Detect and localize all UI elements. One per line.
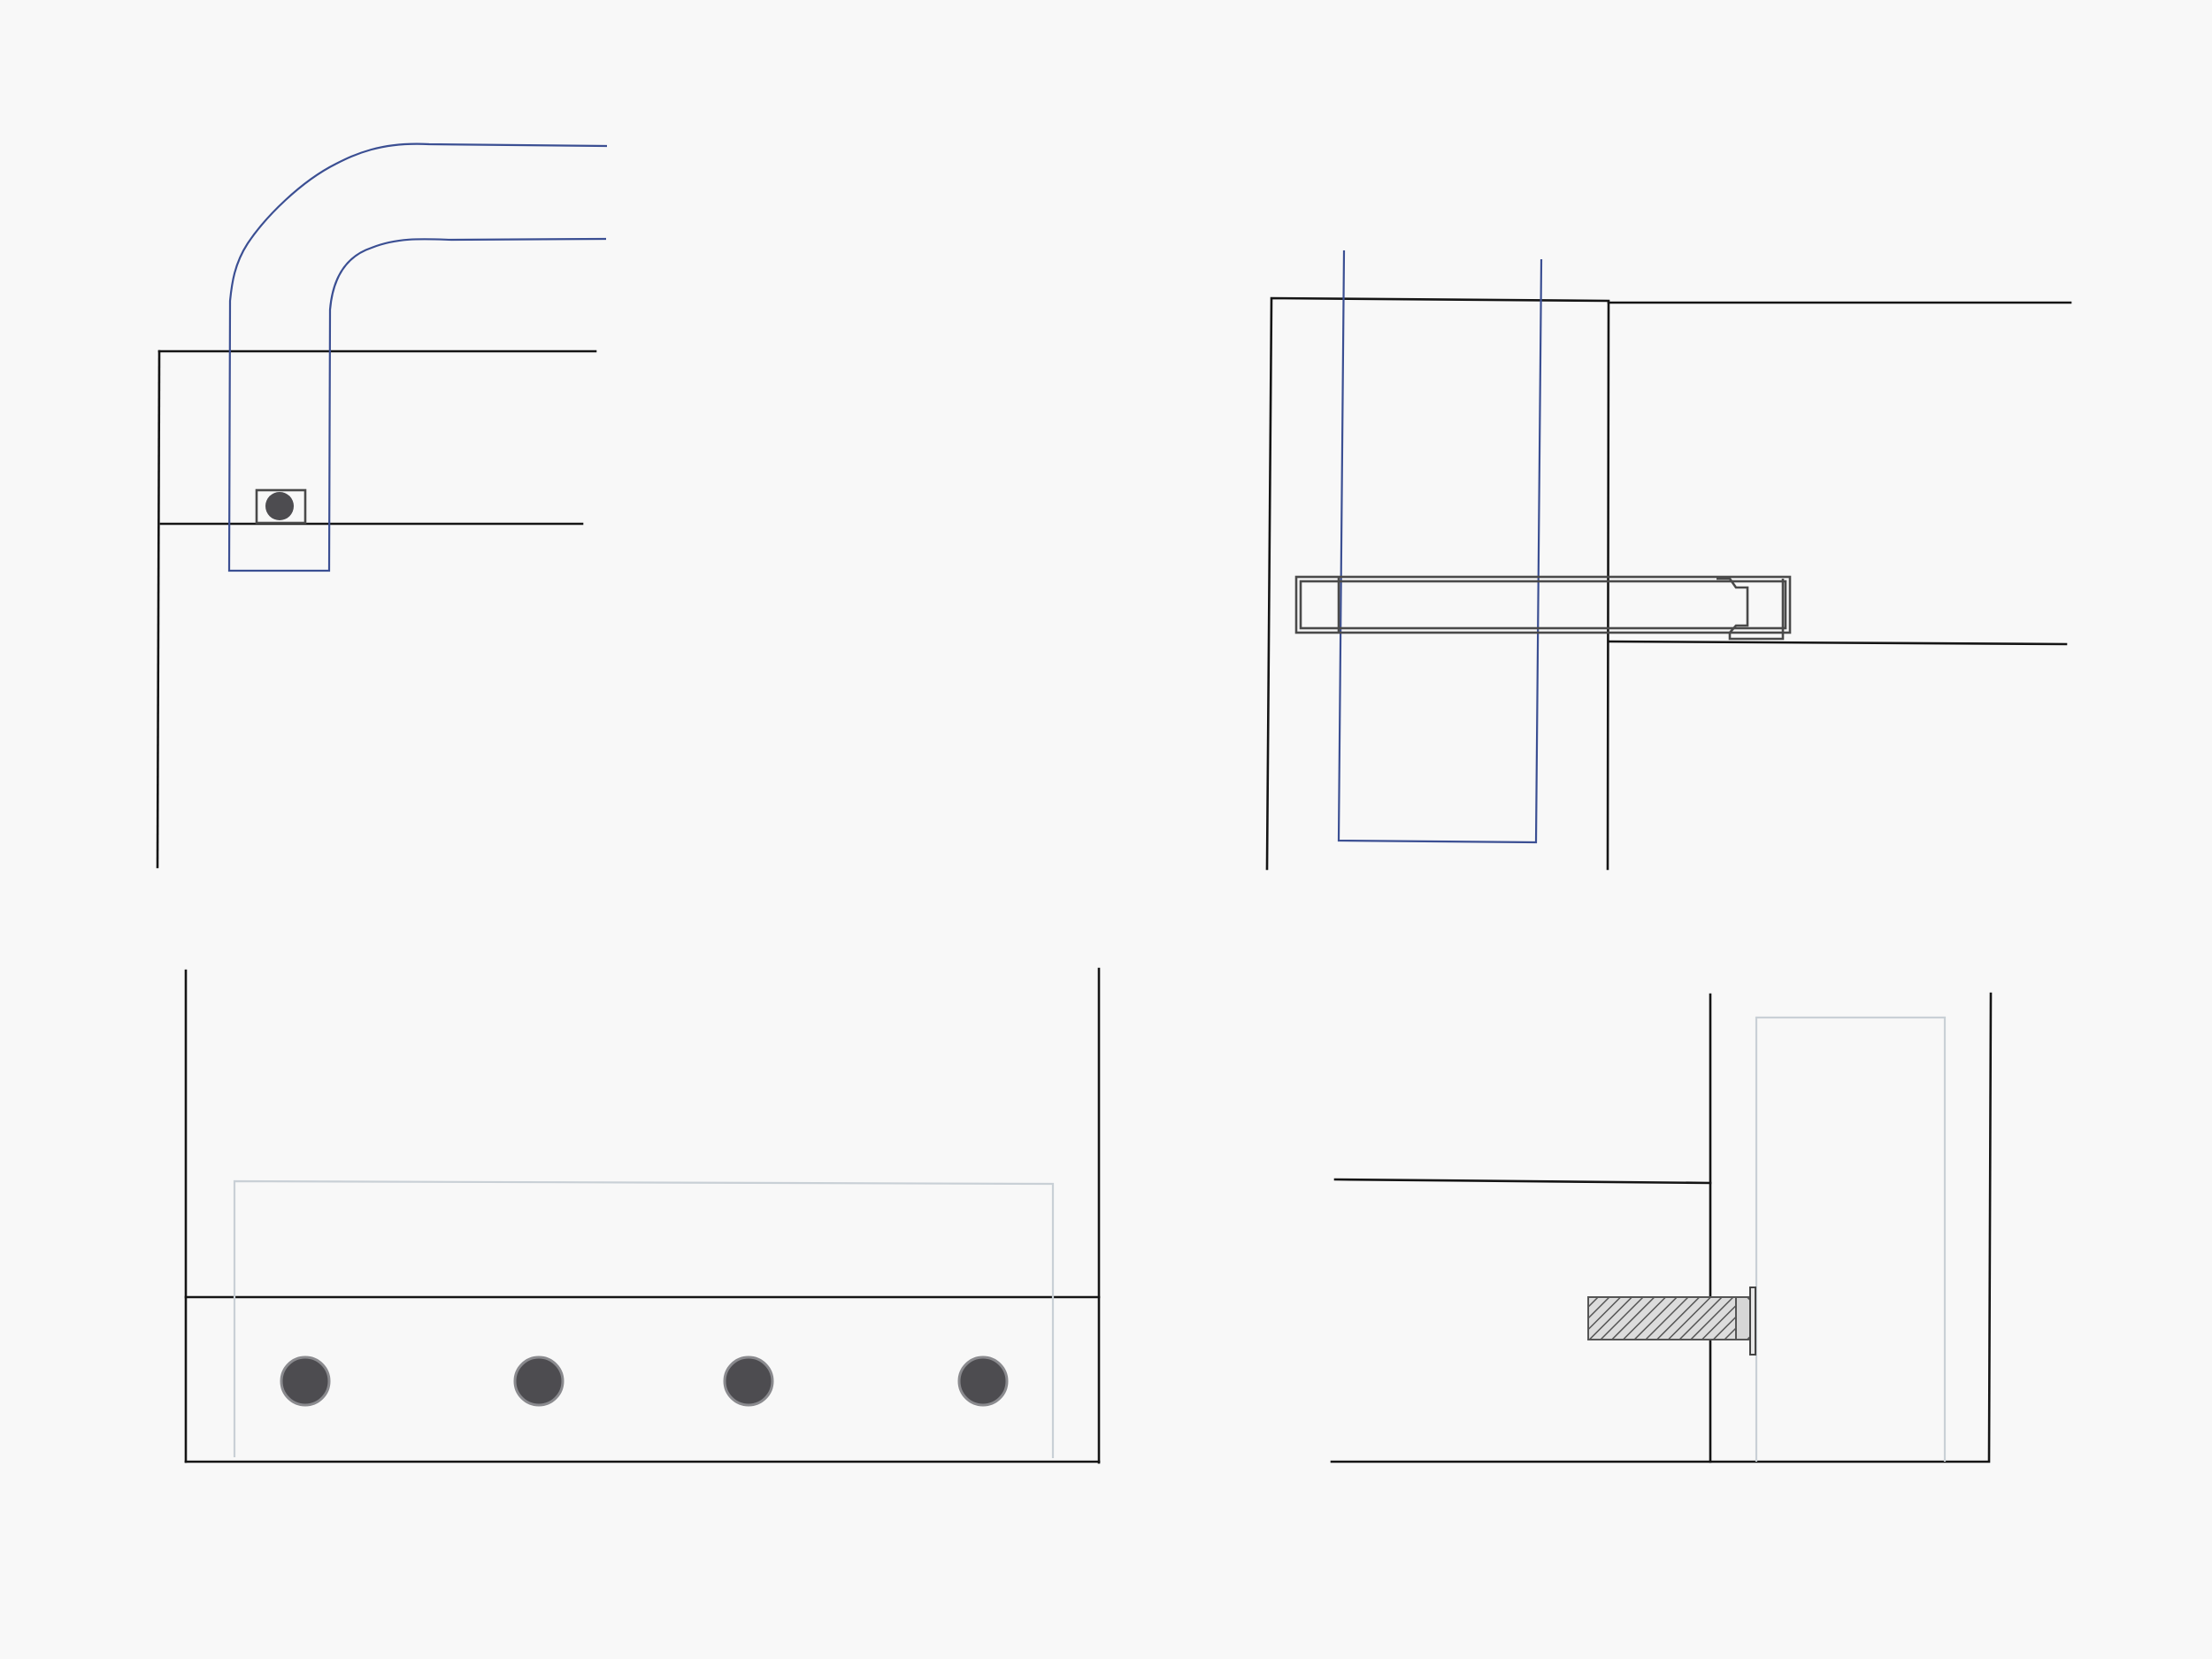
panel-rail-bolts (184, 967, 1101, 1464)
panel-tube-through (1265, 250, 2072, 871)
circle-bolt-icon (280, 1356, 331, 1407)
frame-edge-left (156, 349, 161, 869)
rail-upper-edge (1333, 1178, 1712, 1185)
hidden-post-outline (1755, 1016, 1947, 1462)
bent-tube-outer (227, 142, 608, 572)
panel-bent-tube (156, 142, 608, 869)
bolt-row (280, 1356, 1009, 1407)
pin-cap (1717, 577, 1785, 641)
bolt-head-1 (255, 488, 307, 525)
circle-bolt-icon (513, 1356, 565, 1407)
screw-shank (1587, 1296, 1752, 1340)
panel-screw-post (1330, 992, 1993, 1463)
circle-bolt-icon (957, 1356, 1009, 1407)
panel-outline (1265, 296, 1610, 871)
post-frame (1709, 992, 1993, 1463)
vertical-tube (1337, 250, 1543, 844)
circle-bolt-icon (723, 1356, 774, 1407)
pin-inner (1299, 580, 1787, 630)
threaded-screw-icon (1587, 1286, 1756, 1356)
bolt-plate (255, 488, 307, 525)
dowel-pin-icon (1294, 575, 1792, 641)
rail-bottom-edge (1607, 640, 2068, 646)
screw-head (1749, 1286, 1756, 1356)
circle-bolt-icon (265, 492, 294, 520)
hidden-rail-outline (233, 1179, 1055, 1458)
pin-body (1294, 575, 1792, 634)
